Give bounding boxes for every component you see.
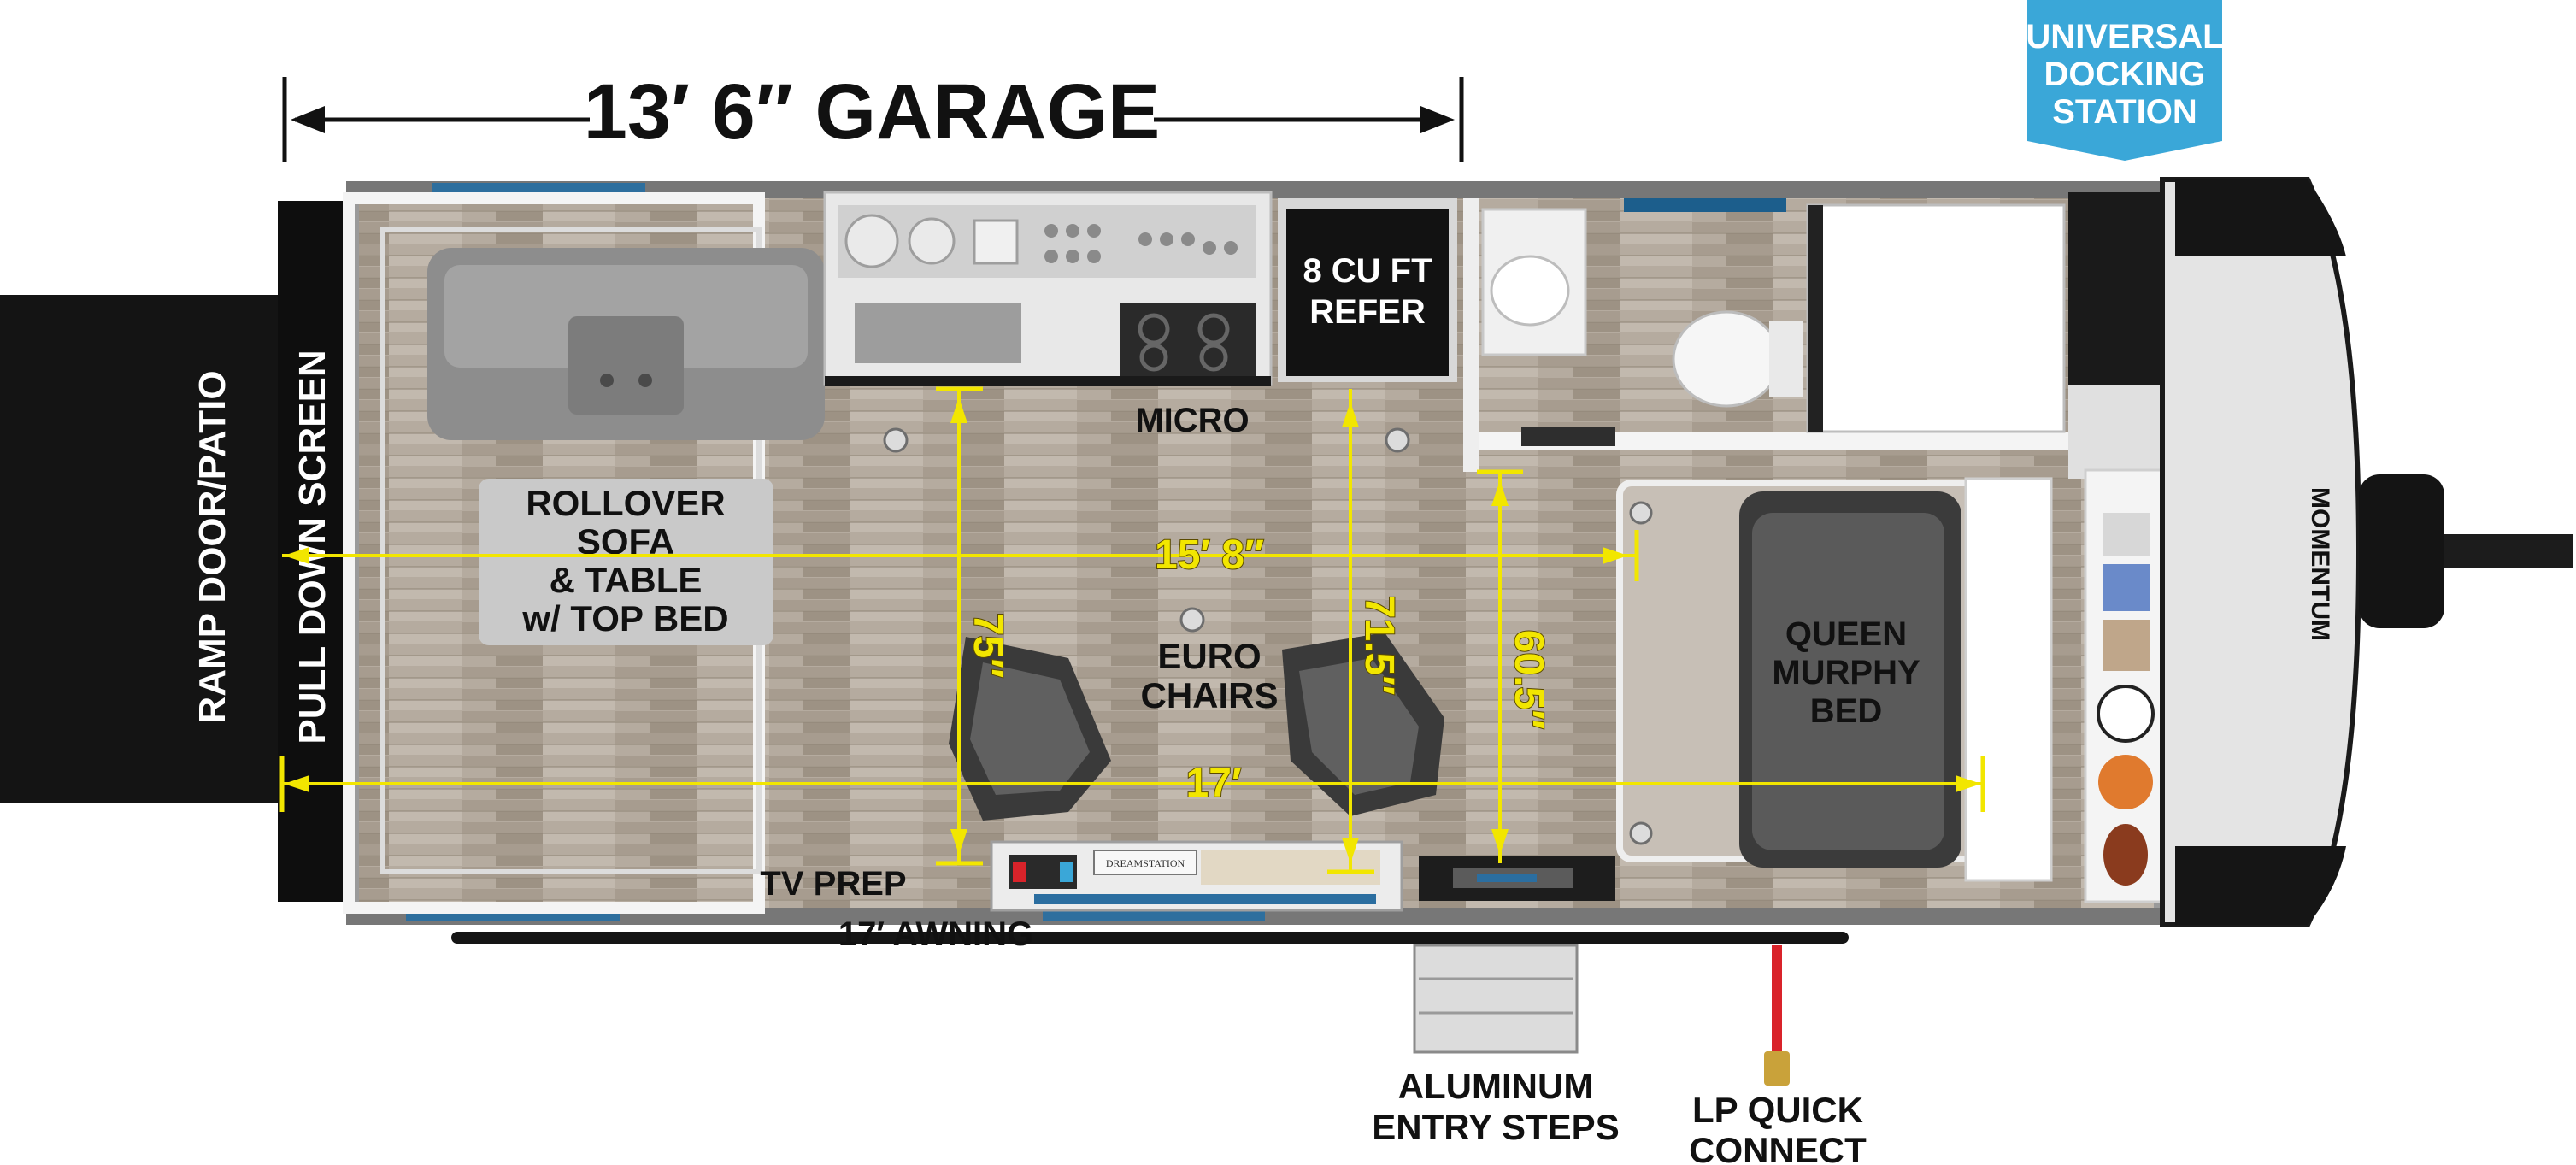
- gear-shelf: [2084, 468, 2168, 903]
- front-cabinet: [2068, 192, 2167, 385]
- ramp-door: RAMP DOOR/PATIO PULL DOWN SCREEN: [0, 201, 350, 902]
- width-2-label: 71.5″: [1356, 596, 1402, 695]
- badge-line: STATION: [2052, 93, 2197, 131]
- steps-label-line: ENTRY STEPS: [1372, 1107, 1619, 1147]
- sofa-label-line: & TABLE: [550, 560, 703, 600]
- dimension-labels: 15′ 8″ 17′ 75″ 71.5″ 60.5″: [964, 532, 1552, 807]
- pull-down-screen-label: PULL DOWN SCREEN: [291, 350, 333, 744]
- steps-label-line: ALUMINUM: [1398, 1066, 1594, 1106]
- lp-label-line: CONNECT: [1689, 1130, 1867, 1165]
- chairs-label-line: EURO: [1157, 636, 1261, 676]
- kitchen-counter: MICRO: [823, 191, 1273, 439]
- chairs-label-line: CHAIRS: [1140, 675, 1278, 715]
- width-1-label: 75″: [965, 613, 1010, 678]
- front-cabinet-lower: [2068, 385, 2167, 479]
- tv-brand: DREAMSTATION: [1106, 857, 1185, 869]
- interior-length-label: 15′ 8″: [1155, 532, 1264, 578]
- football-icon: [2103, 824, 2148, 886]
- basketball-icon: [2098, 755, 2153, 809]
- bed-label-line: QUEEN: [1785, 615, 1907, 653]
- awning: 17′ AWNING: [451, 915, 1849, 953]
- overall-length-label: 17′: [1186, 761, 1242, 806]
- ramp-door-label: RAMP DOOR/PATIO: [191, 370, 233, 723]
- universal-docking-station-badge: UNIVERSAL DOCKING STATION: [2026, 0, 2224, 161]
- dimension-arrowheads: [284, 397, 1981, 863]
- dimension-lines: [279, 386, 1985, 874]
- entry-steps: ALUMINUM ENTRY STEPS: [1372, 944, 1620, 1147]
- awning-label: 17′ AWNING: [838, 915, 1033, 953]
- front-cap: MOMENTUM: [2160, 177, 2573, 927]
- width-3-label: 60.5″: [1506, 630, 1551, 729]
- garage-dimension: 13′ 6″ GARAGE: [282, 68, 1464, 162]
- refrigerator: 8 CU FT REFER: [1278, 198, 1457, 382]
- soccer-ball-icon: [2097, 685, 2155, 743]
- bed-label-line: MURPHY: [1772, 654, 1920, 691]
- floor-outlets: [883, 427, 1653, 845]
- sofa-label-line: ROLLOVER: [526, 483, 725, 523]
- brand-logo: MOMENTUM: [2306, 487, 2334, 641]
- euro-chairs: EURO CHAIRS: [949, 633, 1444, 821]
- sofa-label-line: w/ TOP BED: [521, 598, 728, 638]
- tv-console: DREAMSTATION TV PREP: [760, 840, 1403, 912]
- tv-prep-label: TV PREP: [760, 865, 906, 903]
- bathroom: [1463, 198, 2068, 472]
- garage-dimension-label: 13′ 6″ GARAGE: [584, 68, 1161, 156]
- rollover-sofa-area: ROLLOVER SOFA & TABLE w/ TOP BED: [343, 192, 825, 914]
- badge-line: DOCKING: [2044, 56, 2206, 93]
- refer-label-line: 8 CU FT: [1303, 252, 1432, 290]
- bed-label-line: BED: [1810, 692, 1882, 730]
- lp-label-line: LP QUICK: [1692, 1090, 1863, 1130]
- lp-quick-connect: LP QUICK CONNECT: [1689, 945, 1867, 1165]
- badge-line: UNIVERSAL: [2026, 18, 2223, 56]
- murphy-bed: QUEEN MURPHY BED: [1616, 477, 2053, 882]
- refer-label-line: REFER: [1309, 293, 1426, 331]
- micro-label: MICRO: [1135, 402, 1249, 439]
